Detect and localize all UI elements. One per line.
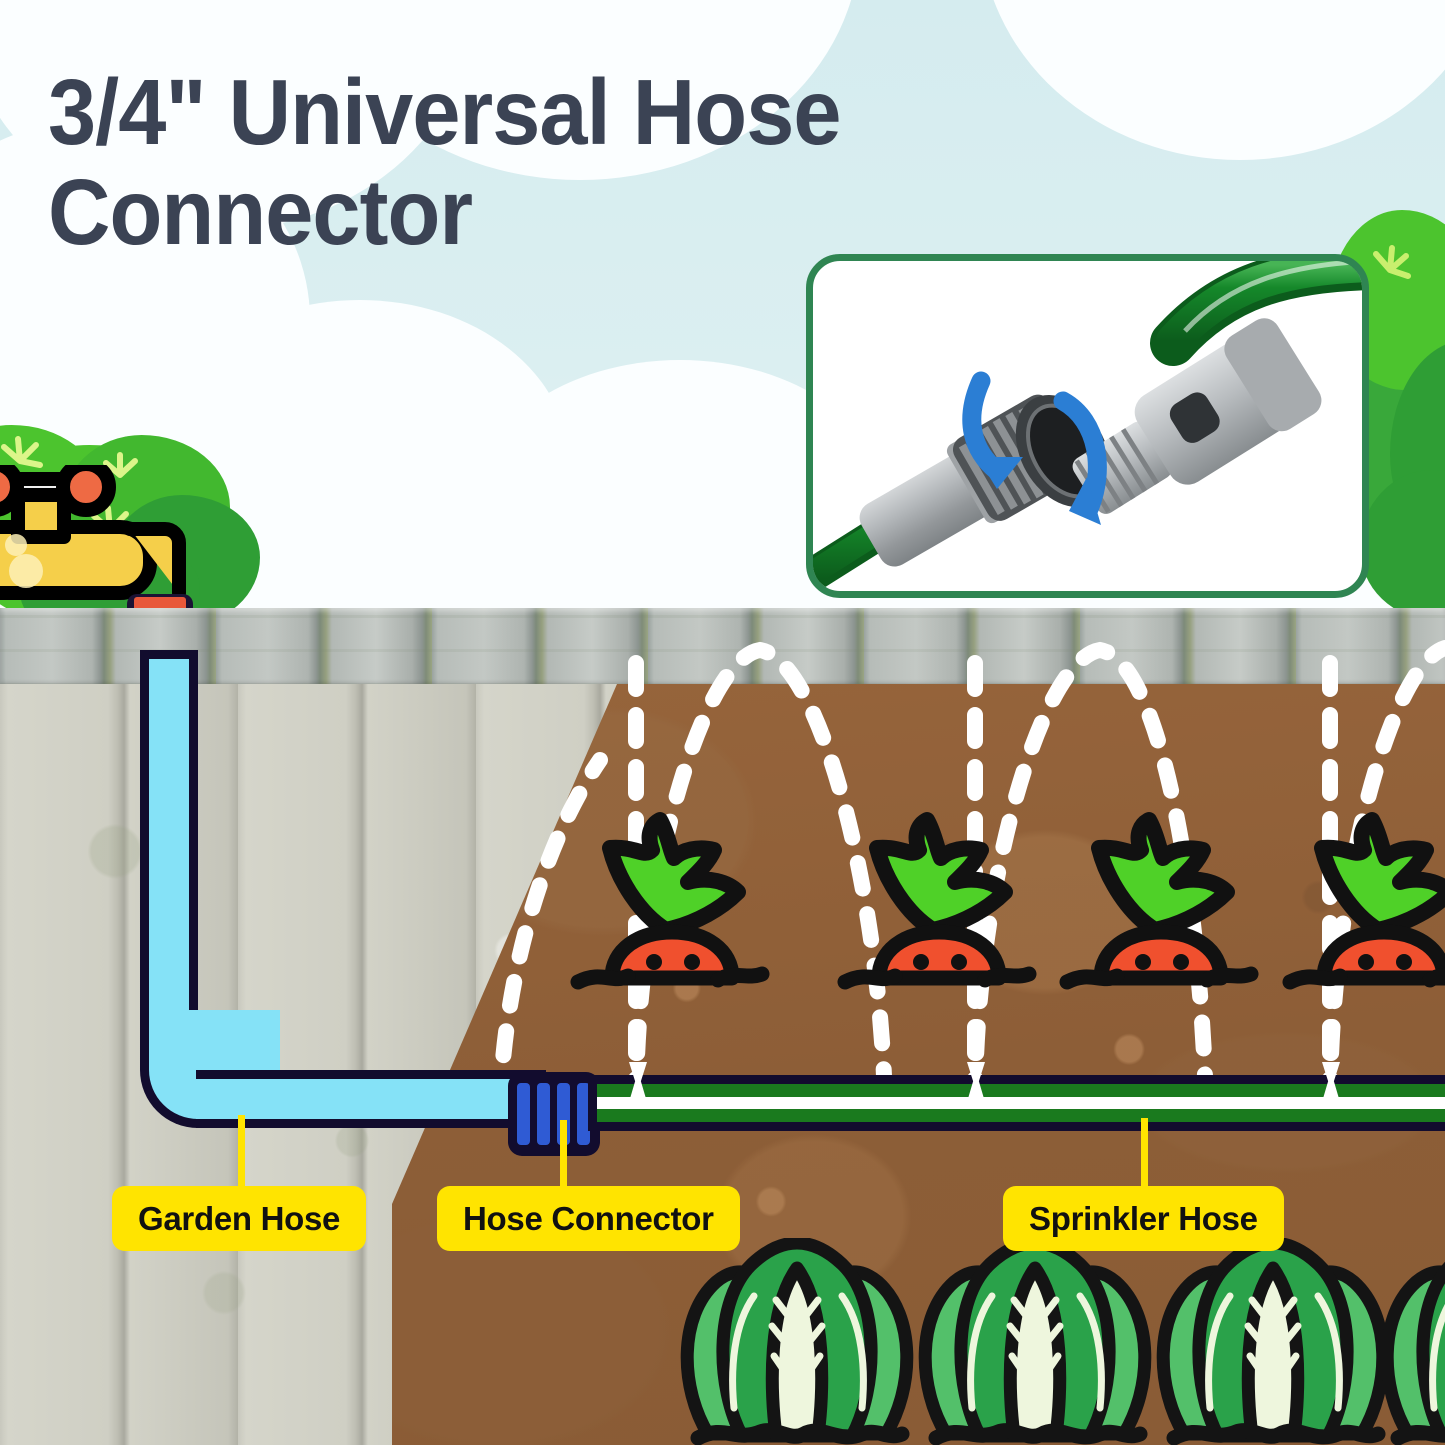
label-sprinkler-hose: Sprinkler Hose <box>1003 1186 1284 1251</box>
radish-plant <box>837 812 1037 990</box>
inset-illustration <box>813 261 1362 591</box>
rotation-arrow-head-icon <box>1069 477 1101 525</box>
label-garden-hose: Garden Hose <box>112 1186 367 1251</box>
pointer-sprinkler-hose <box>1141 1118 1148 1190</box>
sprinkler-hose <box>588 1075 1445 1131</box>
cloud-blob <box>980 0 1445 160</box>
connector-rib <box>517 1083 530 1145</box>
label-hose-connector: Hose Connector <box>437 1186 740 1251</box>
garden-hose-horizontal <box>196 1070 546 1128</box>
page-title: 3/4" Universal Hose Connector <box>48 60 841 265</box>
sprinkler-nozzle <box>629 1062 647 1102</box>
pointer-hose-connector <box>560 1120 567 1190</box>
radish-plant <box>570 812 770 990</box>
garden-hose-vertical <box>140 650 198 1070</box>
tap-connector-band <box>134 597 186 611</box>
sprinkler-nozzle <box>1322 1062 1340 1102</box>
garden-faucet <box>0 465 186 600</box>
sprinkler-nozzle <box>967 1062 985 1102</box>
connector-rib <box>537 1083 550 1145</box>
product-inset-photo <box>806 254 1369 598</box>
radish-plant <box>1282 812 1445 990</box>
bok-choy-plant <box>1156 1238 1390 1445</box>
connector-rib <box>577 1083 590 1145</box>
bok-choy-plant <box>918 1238 1152 1445</box>
bok-choy-plant <box>1380 1262 1445 1445</box>
radish-plant <box>1059 812 1259 990</box>
sprinkler-hose-stripe <box>597 1097 1445 1109</box>
rotation-arrow-head-icon <box>977 457 1023 489</box>
inset-hose-right <box>1150 261 1362 366</box>
bok-choy-plant <box>680 1238 914 1445</box>
bush-leaf-accents <box>1373 245 1411 279</box>
pointer-garden-hose <box>238 1115 245 1189</box>
